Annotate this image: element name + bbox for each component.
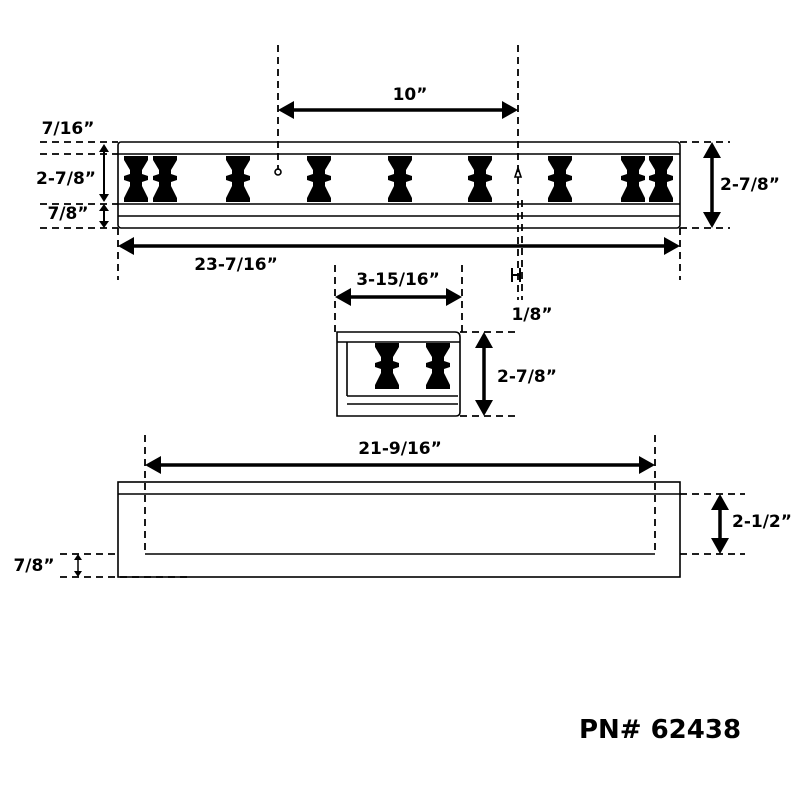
baluster [649, 156, 673, 202]
baluster [388, 156, 412, 202]
keyhole-icon [513, 165, 523, 178]
baluster [621, 156, 645, 202]
center-spacing-label: 10” [393, 85, 428, 105]
gap-label: 1/8” [511, 305, 552, 325]
baluster [548, 156, 572, 202]
baluster [226, 156, 250, 202]
part-number: PN# 62438 [579, 715, 741, 745]
front-shelf-outline [117, 141, 681, 229]
side-view: 3-15/16” 2-7/8” [334, 265, 557, 417]
overall-length-label: 23-7/16” [194, 255, 278, 275]
baluster [153, 156, 177, 202]
baluster [426, 343, 450, 389]
base-rail-label: 7/8” [47, 204, 88, 224]
side-depth-label: 3-15/16” [356, 270, 440, 290]
side-height-label: 2-7/8” [497, 367, 557, 387]
gap-dimension: 1/8” [511, 268, 553, 325]
baluster [375, 343, 399, 389]
overall-height-label: 2-7/8” [720, 175, 780, 195]
bottom-thickness-label: 7/8” [13, 556, 54, 576]
baluster [124, 156, 148, 202]
baluster-height-label: 2-7/8” [36, 169, 96, 189]
side-shelf-outline [336, 331, 461, 417]
front-view: 10” 7/16” 2-7/8” 7/8” 2-7/8” 23-7/16” [36, 45, 780, 300]
keyhole-icon [274, 168, 282, 176]
back-height-label: 2-1/2” [732, 512, 792, 532]
top-rail-label: 7/16” [42, 119, 95, 139]
baluster [468, 156, 492, 202]
baluster [307, 156, 331, 202]
inner-length-label: 21-9/16” [358, 439, 442, 459]
top-view: 21-9/16” 2-1/2” 7/8” [13, 435, 792, 578]
front-balusters [124, 156, 673, 202]
top-shelf-outline [117, 481, 681, 578]
